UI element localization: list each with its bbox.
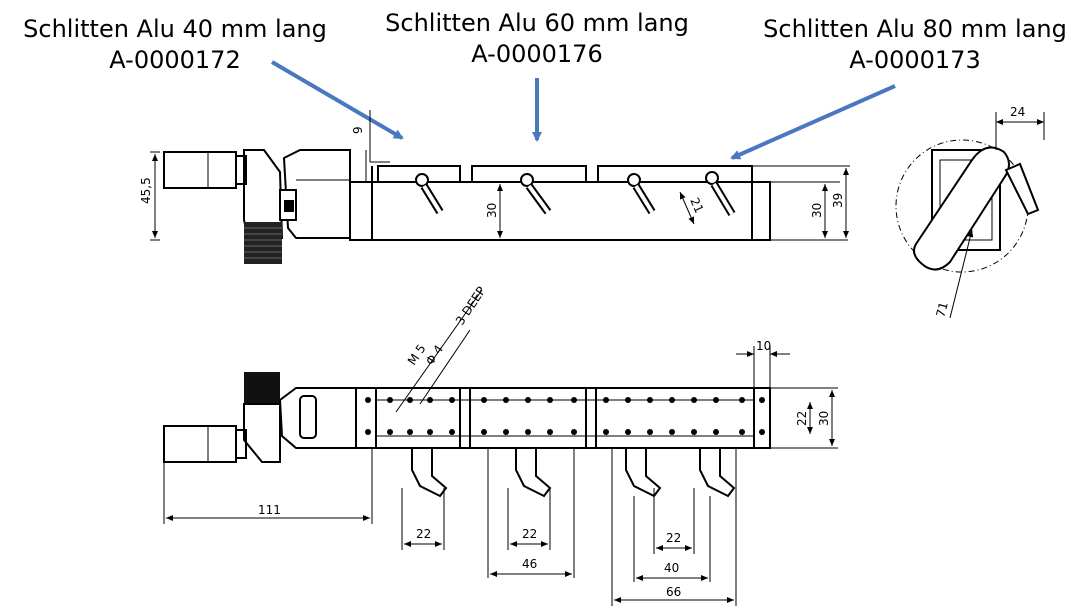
dim-depth: 3 DEEP [453, 284, 489, 328]
top-view [163, 289, 838, 606]
callout-article-80: A-0000173 [849, 46, 981, 74]
callout-name-60: Schlitten Alu 60 mm lang [385, 9, 689, 37]
dim-detail-lever: 71 [933, 300, 950, 318]
callout-arrow-40 [270, 60, 404, 140]
dim-top-w1: 22 [795, 411, 809, 426]
callout-label-80: Schlitten Alu 80 mm lang A-0000173 [760, 14, 1070, 76]
dim-span-40: 40 [664, 561, 679, 575]
top-sled-40 [375, 387, 461, 449]
dim-thread: M 5 [405, 342, 429, 368]
dim-end-gap: 10 [756, 339, 771, 353]
side-levers [415, 171, 736, 217]
callout-article-60: A-0000176 [471, 40, 603, 68]
dim-lever: 21 [687, 196, 706, 216]
dim-side-rail-h1: 30 [485, 203, 499, 218]
side-knurled-dial [244, 222, 282, 264]
top-bolt-holes [365, 397, 765, 435]
dim-pitch-a: 22 [416, 527, 431, 541]
dim-detail-width: 24 [1010, 105, 1025, 119]
dim-top-w2: 30 [817, 411, 831, 426]
dim-length-111: 111 [258, 503, 281, 517]
callout-arrow-80 [730, 84, 896, 160]
dim-span-66: 66 [666, 585, 681, 599]
dim-pitch-b: 22 [522, 527, 537, 541]
callout-name-80: Schlitten Alu 80 mm lang [763, 15, 1067, 43]
callout-article-40: A-0000172 [109, 46, 241, 74]
side-knob-cylinder [163, 151, 237, 189]
top-clamps [411, 447, 736, 498]
side-view [150, 110, 850, 264]
callout-label-40: Schlitten Alu 40 mm lang A-0000172 [22, 14, 328, 76]
top-knob-cylinder [163, 425, 237, 463]
detail-view [895, 112, 1045, 319]
callout-label-60: Schlitten Alu 60 mm lang A-0000176 [384, 8, 690, 70]
detail-lever [913, 146, 1010, 271]
dim-side-top-gap: 9 [351, 126, 365, 134]
dim-pitch-c: 22 [666, 531, 681, 545]
dim-span-46: 46 [522, 557, 537, 571]
dim-side-height: 45,5 [139, 177, 153, 204]
callout-name-40: Schlitten Alu 40 mm lang [23, 15, 327, 43]
top-rail-body [355, 387, 771, 449]
top-housing [278, 387, 357, 449]
dim-side-total: 39 [831, 193, 845, 208]
top-sled-80 [595, 387, 755, 449]
top-knurled-dial [244, 372, 280, 404]
side-rail-body [349, 181, 771, 241]
callout-arrows [270, 60, 896, 160]
side-sled-80 [597, 165, 753, 183]
dim-side-rail-h2: 30 [810, 203, 824, 218]
